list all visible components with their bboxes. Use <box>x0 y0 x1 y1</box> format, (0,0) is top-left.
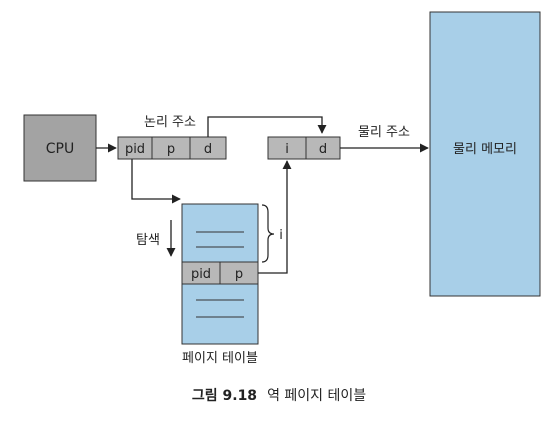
logical-address-register: pid p d <box>117 136 227 160</box>
logical-address-label: 논리 주소 <box>144 115 196 130</box>
page-table: pid p <box>181 203 259 345</box>
pid-to-table-arrow <box>131 159 181 204</box>
search-label: 탐색 <box>136 233 160 248</box>
physical-field-i-label: i <box>285 142 289 157</box>
index-brace <box>261 204 275 263</box>
index-label: i <box>279 228 283 243</box>
physical-memory-box <box>429 11 541 297</box>
figure-caption: 그림 9.18 역 페이지 테이블 <box>0 385 558 405</box>
offset-arrow <box>207 116 327 137</box>
cpu-label: CPU <box>46 141 74 157</box>
entry-to-frame-arrow <box>258 160 292 274</box>
figure-number: 그림 9.18 <box>191 388 258 404</box>
physical-memory-label: 물리 메모리 <box>453 142 517 157</box>
matched-entry-pid-label: pid <box>191 267 211 282</box>
logical-field-pid-label: pid <box>125 142 145 157</box>
figure-title: 역 페이지 테이블 <box>267 388 367 404</box>
physical-address-label: 물리 주소 <box>358 125 410 140</box>
physical-field-d-label: d <box>319 142 327 157</box>
logical-field-d-label: d <box>204 142 212 157</box>
physical-address-register: i d <box>267 136 341 160</box>
matched-entry-p-label: p <box>235 267 243 282</box>
logical-field-p-label: p <box>167 142 175 157</box>
page-table-label: 페이지 테이블 <box>182 351 258 366</box>
cpu-box <box>23 114 97 182</box>
